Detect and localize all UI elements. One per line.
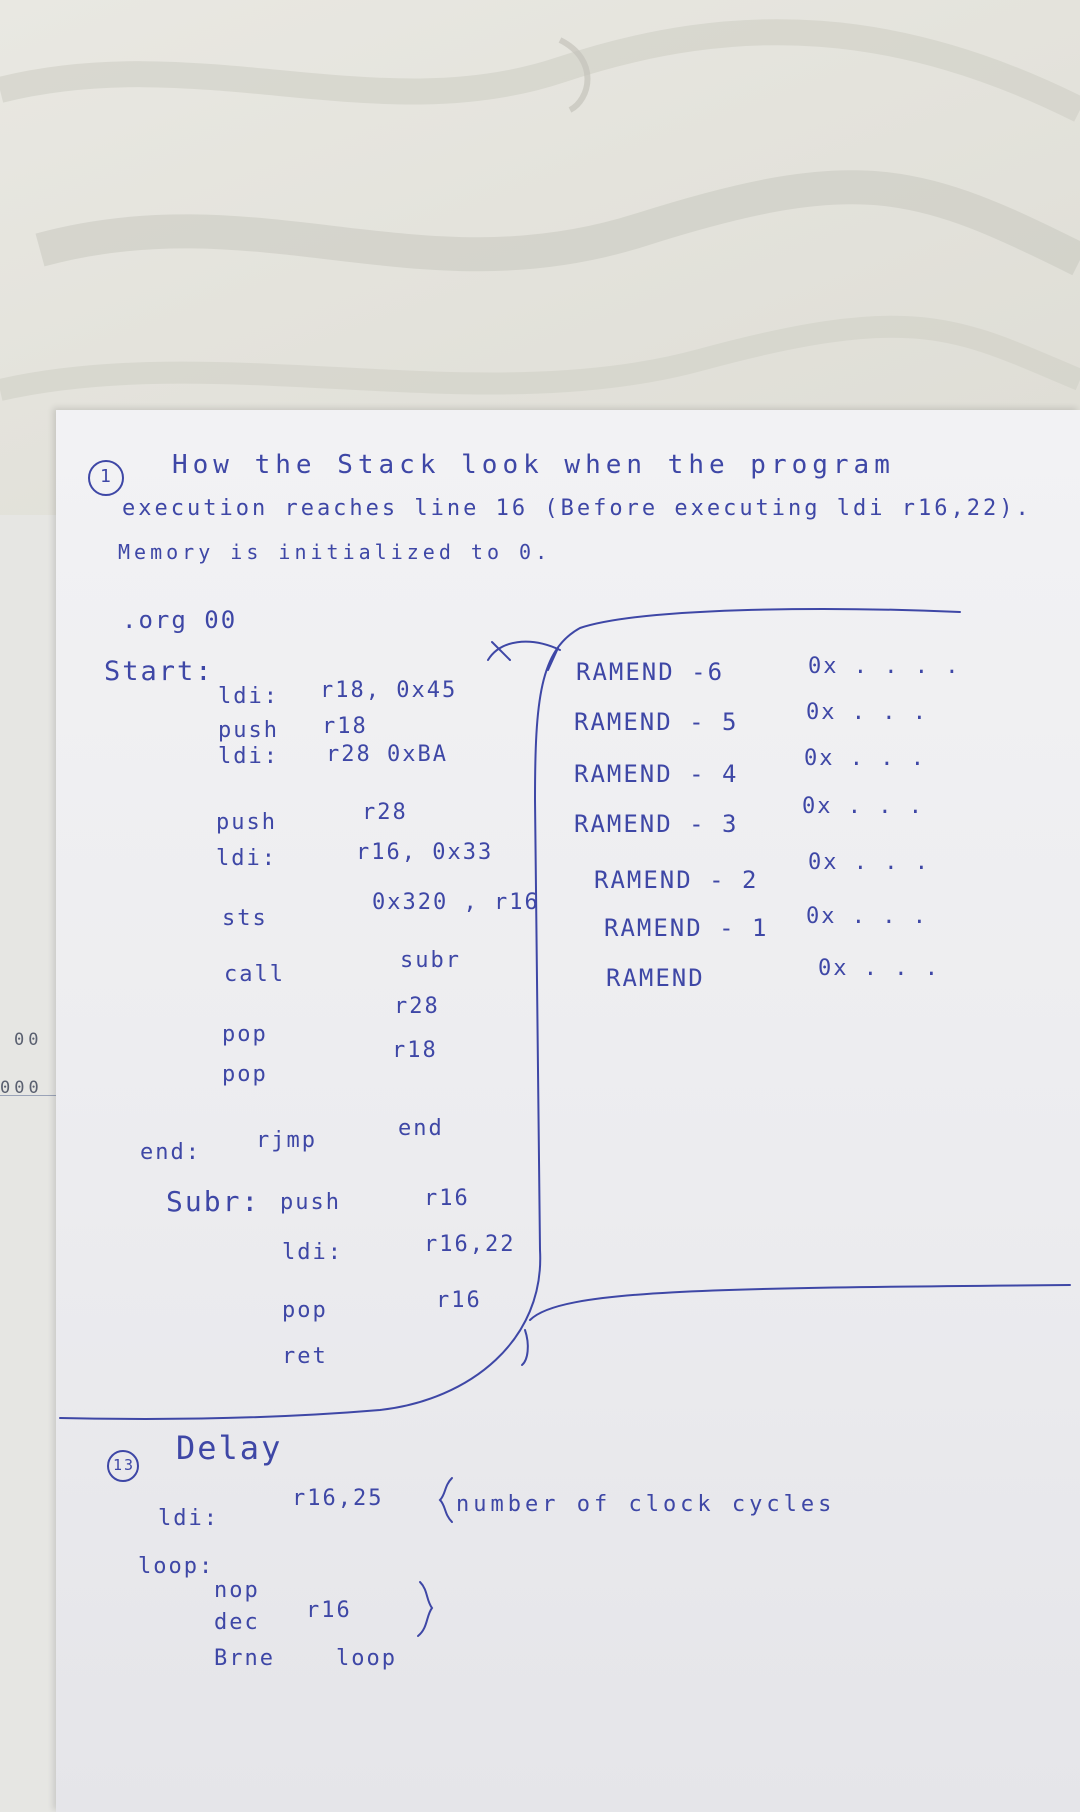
end-args: end	[398, 1116, 444, 1141]
code-line-9-op: pop	[222, 1062, 268, 1087]
cloth-background	[0, 19, 1080, 401]
code-line-7-args: subr	[400, 948, 461, 973]
code-line-4-args: r28	[362, 800, 408, 825]
stack-addr-6: RAMEND - 1	[604, 914, 769, 942]
delay-ldi-args: r16,25	[292, 1486, 384, 1511]
stack-val-6: 0x . . .	[806, 904, 928, 929]
code-line-3-op: ldi:	[218, 744, 279, 769]
delay-line-2-args: r16	[306, 1598, 352, 1623]
stack-divider-curve	[59, 608, 961, 1421]
arrow-mark	[487, 640, 561, 671]
stack-val-2: 0x . . .	[806, 700, 928, 725]
question1-line3: Memory is initialized to 0.	[118, 540, 552, 564]
stack-val-7: 0x . . .	[818, 956, 940, 981]
margin-mark-2: 000	[0, 1078, 43, 1098]
subr-line-2-op: ldi:	[282, 1240, 343, 1265]
subr-line-1-op: push	[280, 1190, 341, 1215]
question13-number-circle	[107, 1450, 139, 1482]
paper-sheet	[56, 410, 1080, 1812]
delay-note: number of clock cycles	[456, 1492, 836, 1517]
subr-line-3-op: pop	[282, 1298, 328, 1323]
code-line-6-op: sts	[222, 906, 268, 931]
end-label: end:	[140, 1140, 201, 1165]
stack-addr-5: RAMEND - 2	[594, 866, 759, 894]
code-line-4-op: push	[216, 810, 277, 835]
code-line-1-op: ldi:	[218, 684, 279, 709]
code-line-1-args: r18, 0x45	[320, 678, 458, 703]
stack-addr-3: RAMEND - 4	[574, 760, 739, 788]
stack-addr-4: RAMEND - 3	[574, 810, 739, 838]
stack-addr-1: RAMEND -6	[576, 658, 725, 686]
stack-val-3: 0x . . .	[804, 746, 926, 771]
delay-line-3-op: Brne	[214, 1646, 275, 1671]
code-line-2-op: push	[218, 718, 279, 743]
margin-mark-1: 00	[14, 1030, 43, 1050]
question1-line2: execution reaches line 16 (Before execut…	[122, 496, 1032, 521]
lower-divider-line	[529, 1284, 1071, 1321]
question1-number: 1	[100, 466, 113, 487]
code-line-6-args: 0x320 , r16	[372, 890, 540, 915]
code-line-8-args: r28	[394, 994, 440, 1019]
stack-addr-2: RAMEND - 5	[574, 708, 739, 736]
stack-addr-7: RAMEND	[606, 964, 705, 992]
code-line-2-args: r18	[322, 714, 368, 739]
subr-line-4-op: ret	[282, 1344, 328, 1369]
code-line-7-op: call	[224, 962, 285, 987]
delay-line-1: nop	[214, 1578, 260, 1603]
start-label: Start:	[104, 656, 214, 687]
delay-brace-left	[438, 1477, 453, 1523]
code-line-8-op: pop	[222, 1022, 268, 1047]
subr-line-3-args: r16	[436, 1288, 482, 1313]
delay-line-2-op: dec	[214, 1610, 260, 1635]
subr-line-2-args: r16,22	[424, 1232, 516, 1257]
code-line-5-args: r16, 0x33	[356, 840, 494, 865]
code-line-9-args: r18	[392, 1038, 438, 1063]
subr-label: Subr:	[166, 1185, 261, 1218]
stack-val-1: 0x . . . .	[808, 654, 961, 679]
delay-ldi-op: ldi:	[158, 1506, 219, 1531]
code-line-5-op: ldi:	[216, 846, 277, 871]
delay-line-3-args: loop	[336, 1646, 397, 1671]
end-op: rjmp	[256, 1128, 317, 1153]
org-directive: .org 00	[122, 606, 238, 634]
code-line-3-args: r28 0xBA	[326, 742, 448, 767]
question1-line1: How the Stack look when the program	[172, 450, 895, 480]
subr-line-1-args: r16	[424, 1186, 470, 1211]
underlying-sheet-line	[0, 1095, 70, 1096]
stack-val-5: 0x . . .	[808, 850, 930, 875]
question1-number-circle	[88, 460, 124, 496]
question13-title: Delay	[176, 1429, 283, 1467]
question13-number: 13	[113, 1456, 136, 1474]
delay-loop-label: loop:	[138, 1554, 215, 1579]
delay-brace-right	[417, 1581, 434, 1637]
check-mark	[521, 1329, 529, 1366]
stack-val-4: 0x . . .	[802, 794, 924, 819]
